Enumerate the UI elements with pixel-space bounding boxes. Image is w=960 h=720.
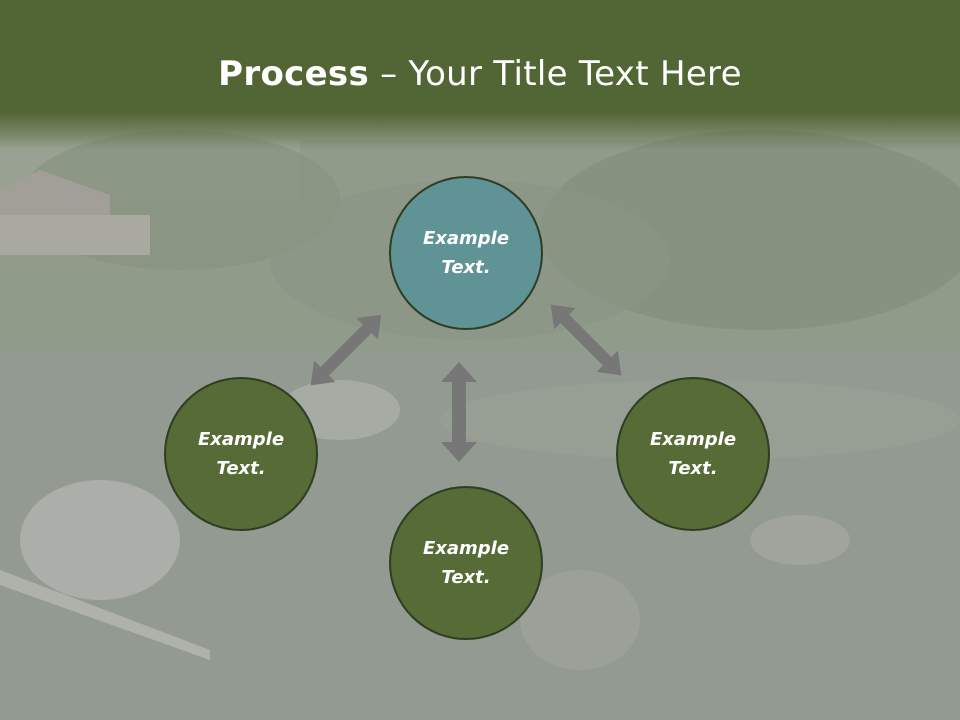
process-node-bottom[interactable]: Example Text. xyxy=(389,486,543,640)
node-top-label: Example Text. xyxy=(422,228,510,278)
slide-title: Process – Your Title Text Here xyxy=(0,50,960,98)
process-node-top[interactable]: Example Text. xyxy=(389,176,543,330)
arrow-top-left xyxy=(310,314,382,386)
title-bold-part: Process xyxy=(218,54,370,94)
process-node-left[interactable]: Example Text. xyxy=(164,377,318,531)
bg-people-bottom xyxy=(520,570,640,670)
arrow-top-right xyxy=(550,304,622,376)
bg-building xyxy=(0,215,150,255)
node-left-label: Example Text. xyxy=(197,429,285,479)
bg-people-left xyxy=(20,480,180,600)
arrow-vertical xyxy=(441,362,477,462)
node-right-label: Example Text. xyxy=(649,429,737,479)
bg-railing xyxy=(0,570,210,660)
node-bottom-label: Example Text. xyxy=(422,538,510,588)
title-bar xyxy=(0,0,960,150)
process-node-right[interactable]: Example Text. xyxy=(616,377,770,531)
bg-people-right xyxy=(750,515,850,565)
bg-roof xyxy=(0,170,110,215)
title-regular-part: – Your Title Text Here xyxy=(369,54,742,94)
